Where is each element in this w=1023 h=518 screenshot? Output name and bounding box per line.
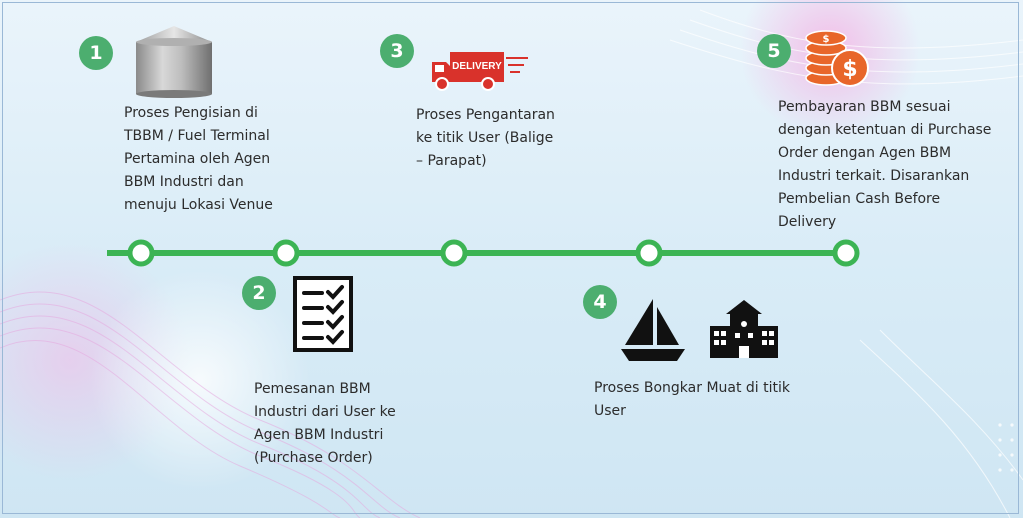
step-2-text: Pemesanan BBM Industri dari User ke Agen… [254,381,396,466]
svg-text:$: $ [842,57,857,82]
storage-tank-icon [136,26,212,98]
step-5-text: Pembayaran BBM sesuai dengan ketentuan d… [778,99,992,230]
step-1-text: Proses Pengisian di TBBM / Fuel Terminal… [124,105,273,213]
step-5-number: 5 [757,34,791,68]
timeline-node [635,239,663,267]
delivery-truck-icon: DELIVERY [432,52,528,91]
timeline-node [832,239,860,267]
step-2-number: 2 [242,276,276,310]
coins-dollar-icon: $ $ [805,30,869,87]
sailboat-icon [621,299,685,361]
step-3-text: Proses Pengantaran ke titik User (Balige… [416,107,555,169]
building-icon [710,300,778,358]
step-4-number: 4 [583,285,617,319]
timeline-node [272,239,300,267]
step-3-number: 3 [380,34,414,68]
timeline-node [127,239,155,267]
svg-text:$: $ [823,34,830,45]
checklist-icon [293,276,353,352]
truck-label: DELIVERY [452,61,502,72]
step-1-number: 1 [79,36,113,70]
step-4-text: Proses Bongkar Muat di titik User [594,380,790,419]
timeline-node [440,239,468,267]
